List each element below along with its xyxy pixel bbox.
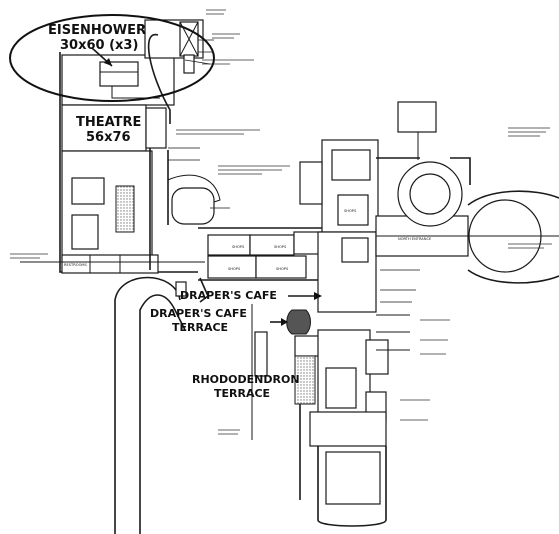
callout-leaders-mid bbox=[168, 147, 230, 209]
note-top bbox=[206, 9, 226, 15]
eisenhower-title: EISENHOWER bbox=[48, 23, 147, 38]
restroom-strip bbox=[61, 254, 159, 274]
note-conference bbox=[218, 165, 290, 175]
shops-2 bbox=[249, 234, 295, 256]
theatre-room bbox=[61, 104, 147, 152]
eisenhower-inner-room bbox=[99, 61, 139, 87]
rhododendron-line2: TERRACE bbox=[214, 387, 271, 400]
note-west bbox=[10, 253, 48, 259]
stipple-corridor bbox=[294, 355, 316, 405]
terrace-steps bbox=[199, 277, 209, 303]
center-corridor: SHOPS SHOPS SHOPS SHOPS bbox=[20, 148, 330, 281]
note-south-west bbox=[218, 429, 240, 435]
service-core bbox=[183, 54, 195, 74]
south-ticks bbox=[376, 314, 410, 351]
theatre-lobby bbox=[145, 107, 167, 149]
east-core: SHOPS NORTH ENTRANCE bbox=[299, 101, 559, 313]
note-east bbox=[508, 243, 552, 249]
east-drive bbox=[467, 190, 559, 284]
restrooms-label: RESTROOMS bbox=[64, 263, 87, 267]
terrace-arrowhead bbox=[281, 318, 288, 326]
rotunda-north-inner bbox=[409, 173, 451, 215]
west-room-a bbox=[71, 177, 105, 205]
east-room-shops bbox=[337, 194, 369, 226]
south-apse-room bbox=[325, 451, 381, 505]
rhododendron-line1: RHODODENDRON bbox=[192, 373, 300, 386]
shops-label-3: SHOPS bbox=[228, 267, 241, 271]
curved-room bbox=[167, 174, 221, 206]
note-east-top bbox=[508, 127, 550, 137]
note-exit bbox=[202, 59, 254, 65]
cafe-arrowhead bbox=[314, 292, 322, 300]
note-south-east bbox=[420, 319, 450, 355]
south-hall bbox=[309, 411, 387, 447]
drapers-terrace-line1: DRAPER'S CAFE bbox=[150, 307, 247, 320]
shops-label-2: SHOPS bbox=[274, 245, 287, 249]
cafe-stair bbox=[175, 281, 187, 297]
east-side-room bbox=[299, 161, 323, 205]
west-room-b bbox=[71, 214, 99, 250]
cafe-entry bbox=[294, 335, 320, 357]
note-top-right bbox=[212, 33, 240, 39]
west-stipple-room bbox=[115, 185, 135, 233]
theatre-size: 56x76 bbox=[86, 130, 131, 145]
eisenhower-highlight-ellipse bbox=[9, 14, 215, 102]
north-entrance-label: NORTH ENTRANCE bbox=[398, 237, 432, 241]
east-room-mid bbox=[341, 237, 369, 263]
rotunda-walls bbox=[376, 157, 471, 185]
conference-room bbox=[171, 187, 215, 225]
ellipse-lead-line bbox=[147, 34, 171, 124]
south-inner-room bbox=[325, 367, 357, 409]
service-strip bbox=[254, 331, 268, 377]
theatre-wing: RESTROOMS bbox=[59, 19, 204, 274]
plan-notes bbox=[10, 9, 552, 435]
kiosk-building bbox=[397, 101, 437, 133]
shops-label-5: SHOPS bbox=[344, 209, 357, 213]
cafe-dome bbox=[286, 309, 311, 335]
drapers-terrace-line2: TERRACE bbox=[172, 321, 229, 334]
south-apse bbox=[317, 446, 387, 527]
shops-label-1: SHOPS bbox=[232, 245, 245, 249]
drapers-cafe-label: DRAPER'S CAFE bbox=[180, 289, 277, 302]
south-side-room bbox=[365, 339, 389, 375]
south-wing bbox=[114, 276, 410, 534]
leader-lines bbox=[91, 34, 420, 326]
note-mid bbox=[176, 129, 260, 135]
eisenhower-arrowhead bbox=[104, 58, 112, 66]
shops-label-4: SHOPS bbox=[276, 267, 289, 271]
east-room-upper bbox=[331, 149, 371, 181]
note-south bbox=[400, 399, 430, 421]
restroom-dividers bbox=[89, 255, 121, 273]
callout-leaders-east bbox=[380, 269, 420, 303]
shops-5 bbox=[255, 255, 307, 279]
eisenhower-size: 30x60 (x3) bbox=[60, 38, 139, 53]
theatre-title: THEATRE bbox=[76, 115, 142, 130]
